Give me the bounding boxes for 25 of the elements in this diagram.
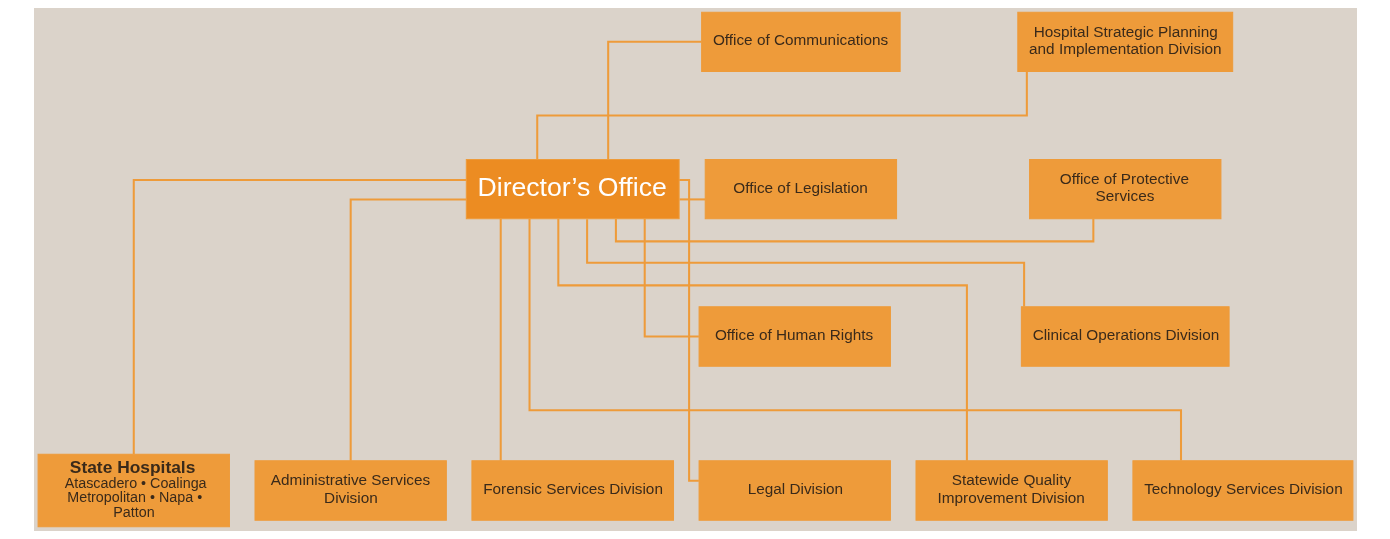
node-box: Hospital Strategic Planning and Implementation Division (1016, 11, 1233, 73)
connector (132, 178, 466, 454)
node-box: Office of Communications (700, 11, 901, 73)
node-box: Office of Human Rights (698, 306, 891, 367)
connector (678, 198, 705, 201)
connector (678, 178, 699, 482)
connector (614, 218, 1094, 243)
connector (556, 219, 968, 461)
connector (528, 219, 1182, 461)
node-box: Forensic Services Division (470, 460, 674, 521)
node-box: Office of Protective Services (1028, 159, 1221, 220)
node-box: Office of Legislation (704, 159, 897, 220)
node-box: Clinical Operations Division (1020, 306, 1230, 367)
node-box: Director’s Office (465, 159, 680, 220)
node-box: Technology Services Division (1131, 460, 1353, 521)
node-box: Administrative Services Division (254, 460, 447, 521)
connector (606, 40, 701, 160)
node-box: Legal Division (698, 460, 891, 521)
node-box: State Hospitals Atascadero • Coalinga Metropolitan • Napa • Patton (37, 453, 230, 528)
connector (643, 219, 699, 338)
connector (349, 198, 466, 461)
node-box: Statewide Quality Improvement Division (915, 460, 1108, 521)
connector (585, 219, 1025, 307)
connector (535, 71, 1028, 160)
connector (499, 218, 502, 461)
